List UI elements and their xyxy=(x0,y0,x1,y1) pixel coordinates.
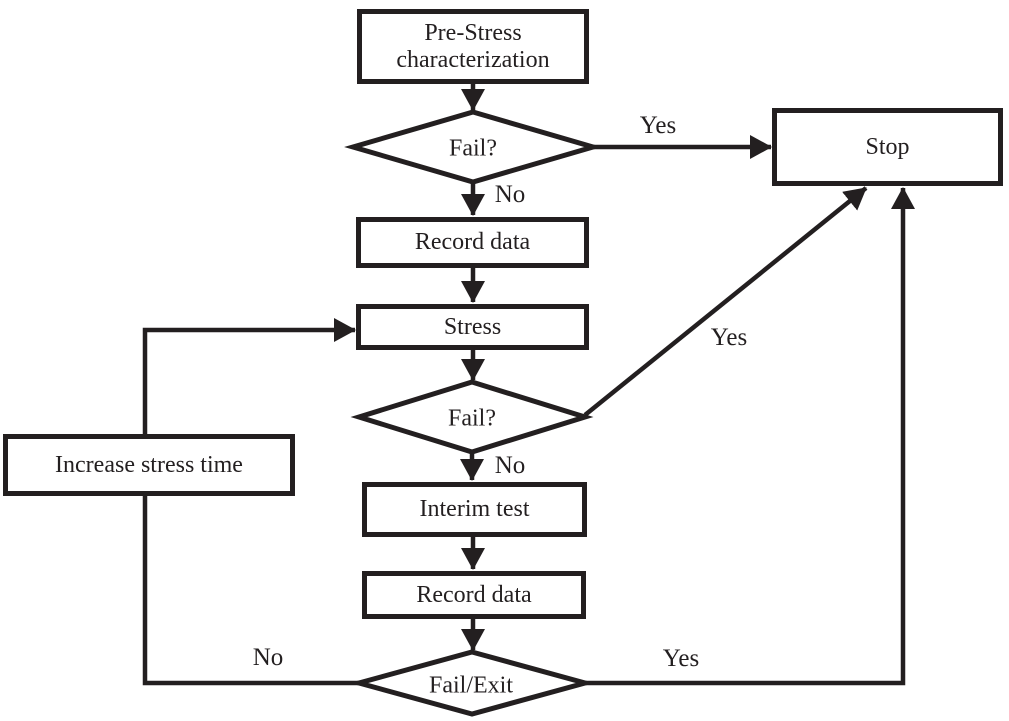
decision-fail2-label: Fail? xyxy=(448,405,496,432)
edge-label-fail1-yes: Yes xyxy=(639,112,677,139)
node-label: Increase stress time xyxy=(55,451,243,478)
edge-label-fail-exit-yes: Yes xyxy=(662,645,700,672)
node-stress: Stress xyxy=(356,304,589,350)
node-pre-stress-characterization: Pre-Stress characterization xyxy=(357,9,589,84)
edge-label-fail2-no: No xyxy=(494,452,526,479)
node-stop: Stop xyxy=(772,108,1003,186)
arrow-failexit-yes-to-stop xyxy=(585,187,915,686)
decision-fail2-shape xyxy=(350,379,594,455)
node-record-data-1: Record data xyxy=(356,217,589,268)
node-label: Pre-Stress characterization xyxy=(396,19,550,73)
edge-label-fail-exit-no: No xyxy=(252,644,284,671)
arrow-failexit-no-via-increase-to-stress xyxy=(142,318,359,686)
edge-label-fail2-yes: Yes xyxy=(710,324,748,351)
decision-fail1-label: Fail? xyxy=(449,135,497,162)
edge-label-fail1-no: No xyxy=(494,181,526,208)
node-label: Record data xyxy=(416,581,532,608)
node-interim-test: Interim test xyxy=(362,482,587,537)
node-label: Record data xyxy=(414,229,531,256)
arrow-fail2-yes-to-stop xyxy=(583,186,868,417)
decision-fail-exit-label: Fail/Exit xyxy=(429,672,513,699)
decision-fail1-shape xyxy=(344,109,602,185)
node-increase-stress-time: Increase stress time xyxy=(3,434,295,496)
node-label: Interim test xyxy=(419,496,530,523)
node-label: Stress xyxy=(443,313,502,340)
decision-fail-exit-shape xyxy=(349,649,595,717)
node-record-data-2: Record data xyxy=(362,571,586,619)
node-label: Stop xyxy=(865,133,910,160)
